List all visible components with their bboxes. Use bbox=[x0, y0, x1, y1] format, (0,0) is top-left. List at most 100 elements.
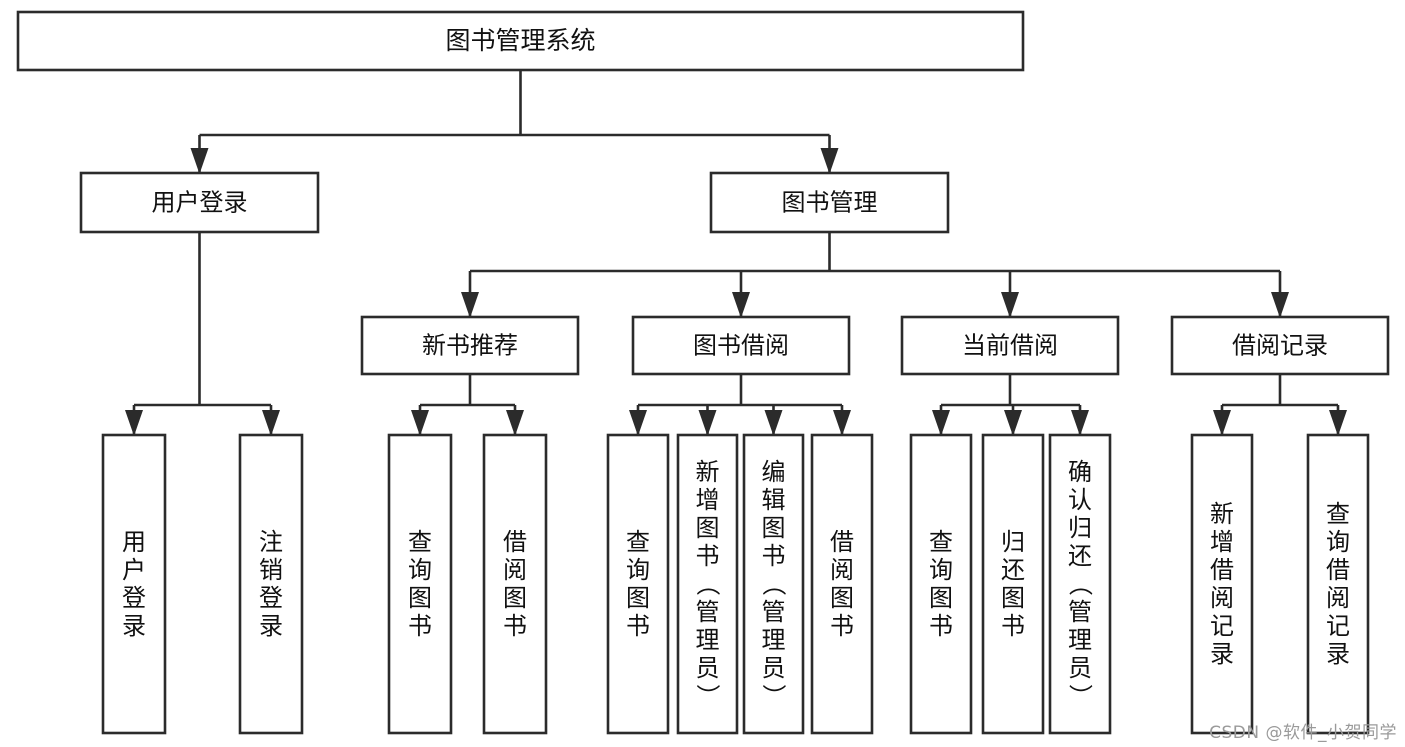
node-leaf-6-编辑图书管理员-label-char: 图 bbox=[762, 514, 786, 542]
node-l3-图书借阅[interactable]: 图书借阅 bbox=[631, 315, 851, 376]
node-leaf-10-确认归还管理员-box[interactable] bbox=[1048, 433, 1112, 735]
node-leaf-5-新增图书管理员-label-char: 员 bbox=[696, 654, 720, 682]
node-leaf-11-新增借阅记录-label-char: 录 bbox=[1210, 640, 1234, 668]
node-leaf-2-查询图书-label-char: 图 bbox=[408, 584, 432, 612]
node-l2-用户登录-box[interactable] bbox=[79, 171, 320, 234]
node-leaf-12-查询借阅记录-label-char: 询 bbox=[1326, 528, 1350, 556]
node-leaf-9-归还图书-label-char: 图 bbox=[1001, 584, 1025, 612]
node-leaf-10-确认归还管理员-label-char: 认 bbox=[1068, 486, 1092, 514]
node-leaf-12-查询借阅记录-label-char: 查 bbox=[1326, 500, 1350, 528]
node-leaf-6-编辑图书管理员-label-char: 管 bbox=[762, 598, 786, 626]
node-leaf-4-查询图书-label-char: 询 bbox=[626, 556, 650, 584]
node-leaf-5-新增图书管理员-label-char: 理 bbox=[696, 626, 720, 654]
node-leaf-7-借阅图书-label-char: 借 bbox=[830, 528, 854, 556]
node-leaf-2-查询图书-label-char: 查 bbox=[408, 528, 432, 556]
node-leaf-11-新增借阅记录-label-char: 新 bbox=[1210, 500, 1234, 528]
node-l3-借阅记录-box[interactable] bbox=[1170, 315, 1390, 376]
node-leaf-6-编辑图书管理员-box[interactable] bbox=[742, 433, 805, 735]
csdn-watermark: CSDN @软件_小贺同学 bbox=[1209, 723, 1397, 743]
arrow-head-icon bbox=[461, 292, 479, 318]
arrow-head-icon bbox=[932, 410, 950, 436]
arrow-head-icon bbox=[190, 148, 209, 174]
node-leaf-5-新增图书管理员-label-char: 图 bbox=[696, 514, 720, 542]
node-leaf-10-确认归还管理员-label-char: ） bbox=[1066, 684, 1094, 708]
node-leaf-9-归还图书-label-char: 归 bbox=[1001, 528, 1025, 556]
node-l3-当前借阅-box[interactable] bbox=[900, 315, 1120, 376]
node-leaf-1-注销登录-box[interactable] bbox=[238, 433, 304, 735]
node-leaf-0-用户登录[interactable]: 用户登录 bbox=[101, 433, 167, 735]
node-leaf-5-新增图书管理员-label-char: 书 bbox=[696, 542, 720, 570]
node-leaf-7-借阅图书-label-char: 阅 bbox=[830, 556, 854, 584]
node-leaf-11-新增借阅记录-box[interactable] bbox=[1190, 433, 1254, 735]
node-leaf-7-借阅图书-box[interactable] bbox=[810, 433, 874, 735]
node-leaf-5-新增图书管理员-label-char: （ bbox=[694, 572, 722, 596]
node-leaf-5-新增图书管理员-label-char: 新 bbox=[696, 458, 720, 486]
node-leaf-2-查询图书-box[interactable] bbox=[387, 433, 453, 735]
node-root-图书管理系统-label: 图书管理系统 bbox=[445, 26, 595, 55]
node-leaf-6-编辑图书管理员-label-char: （ bbox=[760, 572, 788, 596]
node-leaf-3-借阅图书-label-char: 图 bbox=[503, 584, 527, 612]
node-l3-借阅记录[interactable]: 借阅记录 bbox=[1170, 315, 1390, 376]
node-leaf-8-查询图书-box[interactable] bbox=[909, 433, 973, 735]
node-layer: 图书管理系统用户登录图书管理新书推荐图书借阅当前借阅借阅记录用户登录注销登录查询… bbox=[16, 10, 1390, 735]
arrow-head-icon bbox=[1001, 292, 1019, 318]
node-leaf-11-新增借阅记录-label-char: 增 bbox=[1210, 528, 1234, 556]
node-leaf-0-用户登录-label-char: 用 bbox=[122, 528, 146, 556]
node-l2-用户登录-label: 用户登录 bbox=[152, 189, 248, 217]
node-leaf-10-确认归还管理员-label-char: 理 bbox=[1068, 626, 1092, 654]
node-leaf-10-确认归还管理员-label-char: 归 bbox=[1068, 514, 1092, 542]
node-root-图书管理系统[interactable]: 图书管理系统 bbox=[16, 10, 1025, 72]
node-leaf-11-新增借阅记录-label-char: 阅 bbox=[1210, 584, 1234, 612]
node-leaf-6-编辑图书管理员-label-char: 编 bbox=[762, 458, 786, 486]
node-root-图书管理系统-box[interactable] bbox=[16, 10, 1025, 72]
node-leaf-12-查询借阅记录-box[interactable] bbox=[1306, 433, 1370, 735]
node-leaf-6-编辑图书管理员-label-char: 辑 bbox=[762, 486, 786, 514]
node-leaf-0-用户登录-box[interactable] bbox=[101, 433, 167, 735]
node-l3-图书借阅-label: 图书借阅 bbox=[693, 332, 789, 360]
node-leaf-4-查询图书-label-char: 书 bbox=[626, 612, 650, 640]
arrow-head-icon bbox=[125, 410, 143, 436]
node-l3-图书借阅-box[interactable] bbox=[631, 315, 851, 376]
node-leaf-9-归还图书-box[interactable] bbox=[981, 433, 1045, 735]
node-l3-新书推荐-label: 新书推荐 bbox=[422, 332, 518, 360]
node-leaf-6-编辑图书管理员-label-char: 书 bbox=[762, 542, 786, 570]
node-leaf-3-借阅图书-box[interactable] bbox=[482, 433, 548, 735]
node-l3-新书推荐-box[interactable] bbox=[360, 315, 580, 376]
node-leaf-1-注销登录-label-char: 登 bbox=[259, 584, 283, 612]
node-leaf-0-用户登录-label-char: 户 bbox=[122, 556, 146, 584]
node-l2-图书管理[interactable]: 图书管理 bbox=[709, 171, 950, 234]
arrow-head-icon bbox=[1004, 410, 1022, 436]
node-leaf-3-借阅图书-label-char: 借 bbox=[503, 528, 527, 556]
node-leaf-5-新增图书管理员-label-char: 增 bbox=[696, 486, 720, 514]
arrow-head-icon bbox=[629, 410, 647, 436]
node-l3-借阅记录-label: 借阅记录 bbox=[1232, 332, 1328, 360]
node-leaf-8-查询图书-label-char: 书 bbox=[929, 612, 953, 640]
node-leaf-10-确认归还管理员-label-char: 还 bbox=[1068, 542, 1092, 570]
node-l3-当前借阅[interactable]: 当前借阅 bbox=[900, 315, 1120, 376]
node-leaf-10-确认归还管理员-label-char: 员 bbox=[1068, 654, 1092, 682]
node-l2-用户登录[interactable]: 用户登录 bbox=[79, 171, 320, 234]
node-l3-新书推荐[interactable]: 新书推荐 bbox=[360, 315, 580, 376]
node-leaf-5-新增图书管理员-box[interactable] bbox=[676, 433, 739, 735]
node-leaf-9-归还图书-label-char: 书 bbox=[1001, 612, 1025, 640]
node-leaf-4-查询图书-box[interactable] bbox=[606, 433, 670, 735]
node-leaf-2-查询图书-label-char: 书 bbox=[408, 612, 432, 640]
node-leaf-4-查询图书-label-char: 图 bbox=[626, 584, 650, 612]
node-leaf-5-新增图书管理员-label-char: 管 bbox=[696, 598, 720, 626]
arrow-head-icon bbox=[262, 410, 280, 436]
node-l2-图书管理-box[interactable] bbox=[709, 171, 950, 234]
node-leaf-0-用户登录-label-char: 登 bbox=[122, 584, 146, 612]
